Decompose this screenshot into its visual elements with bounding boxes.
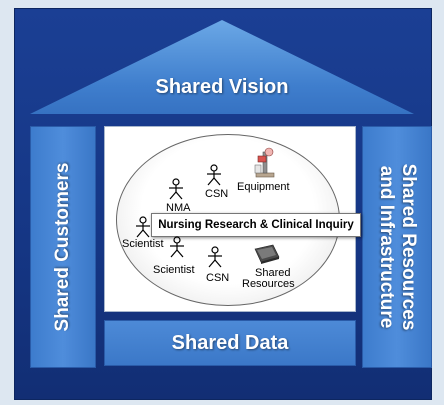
laptop-icon: [254, 244, 280, 264]
pillar-right-label: Shared Resources and Infrastructure: [375, 164, 419, 331]
node-nma: NMA: [166, 202, 191, 214]
node-csn-bottom: CSN: [206, 272, 230, 284]
microscope-icon: [254, 147, 275, 178]
person-icon: [136, 216, 150, 238]
node-equipment: Equipment: [237, 181, 290, 193]
node-csn-top: CSN: [205, 188, 229, 200]
roof-label: Shared Vision: [155, 76, 289, 98]
pillar-right-line1: Shared Resources: [398, 163, 419, 331]
node-shared-resources: Shared Resources: [242, 267, 295, 290]
floor-shared-data: Shared Data: [104, 320, 356, 366]
pillar-left-label: Shared Customers: [52, 162, 73, 332]
pillar-shared-customers: Shared Customers: [30, 126, 96, 368]
pillar-shared-resources: Shared Resources and Infrastructure: [362, 126, 432, 368]
node-scientist-bottom: Scientist: [153, 264, 195, 276]
pillar-right-line2: and Infrastructure: [376, 165, 397, 329]
inquiry-banner: Nursing Research & Clinical Inquiry: [151, 213, 361, 237]
person-icon: [207, 164, 221, 186]
node-scientist-left: Scientist: [122, 238, 164, 250]
person-icon: [208, 246, 222, 268]
person-icon: [169, 178, 183, 200]
person-icon: [170, 236, 184, 258]
